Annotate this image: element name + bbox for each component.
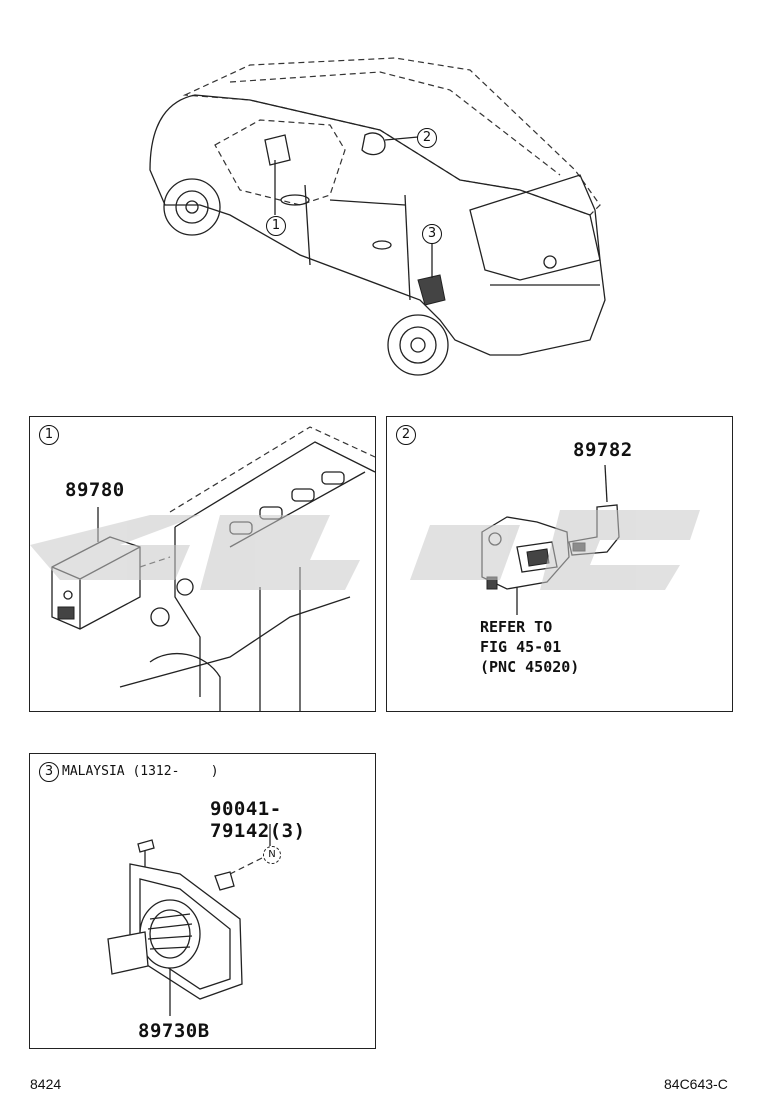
footer-left-code: 8424 xyxy=(30,1076,62,1092)
vehicle-overview-drawing xyxy=(149,57,606,376)
panel-3-label: 3 xyxy=(39,762,59,782)
watermark-shape-3 xyxy=(410,525,520,580)
refer-note-line-2: FIG 45-01 xyxy=(480,638,562,656)
panel-2-label: 2 xyxy=(396,425,416,445)
callout-1-overview: 1 xyxy=(266,216,286,236)
panel-1-label: 1 xyxy=(39,425,59,445)
watermark-shape-4 xyxy=(540,510,700,590)
panel-3-title: MALAYSIA (1312- ) xyxy=(62,764,219,779)
callout-3-overview: 3 xyxy=(422,224,442,244)
panel-3: 3 MALAYSIA (1312- ) 90041-79142(3) 89730… xyxy=(29,753,376,1049)
watermark-shape-2 xyxy=(200,515,360,590)
bolt-marker: N xyxy=(263,846,281,864)
refer-note-line-3: (PNC 45020) xyxy=(480,658,580,676)
watermark-shape-1 xyxy=(30,515,200,580)
part-number-bolt: 90041-79142(3) xyxy=(210,798,306,842)
watermark-logo xyxy=(30,510,700,590)
part-number-89782: 89782 xyxy=(573,439,633,461)
part-number-89730b: 89730B xyxy=(138,1020,210,1042)
part-number-89780: 89780 xyxy=(65,479,125,501)
refer-note-line-1: REFER TO xyxy=(480,618,553,636)
footer-right-code: 84C643-C xyxy=(664,1076,728,1092)
immobiliser-amplifier-drawing xyxy=(107,824,271,1016)
callout-2-overview: 2 xyxy=(417,128,437,148)
